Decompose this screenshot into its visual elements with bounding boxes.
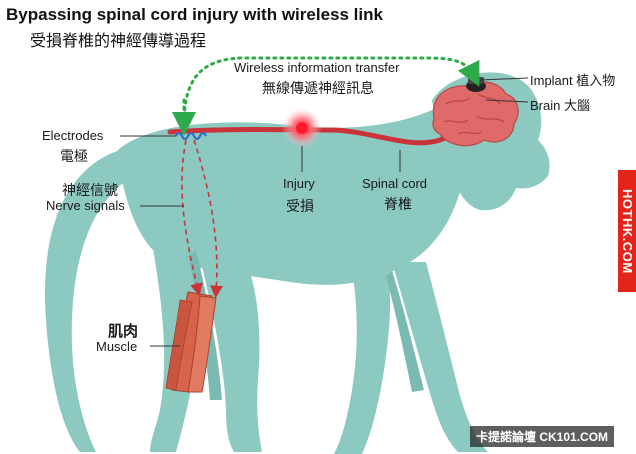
spinal-cord-label-chinese: 脊椎 [384,196,412,212]
wireless-link-arrow [182,56,480,126]
spinal-cord-label: Spinal cord [362,176,428,191]
diagram-title: Bypassing spinal cord injury with wirele… [6,5,383,24]
nerve-signals-label-chinese: 神經信號 [62,182,118,198]
wireless-label-chinese: 無線傳遞神經訊息 [262,80,374,96]
monkey-tail [44,150,140,452]
nerve-signals-label: Nerve signals [46,198,125,213]
electrodes-label-chinese: 電極 [60,148,88,164]
muscle [165,291,217,393]
side-watermark: HOTHK.COM [618,170,636,292]
muscle-label-chinese: 肌肉 [108,323,139,340]
electrodes-label: Electrodes [42,128,104,143]
monkey-front-leg-left [334,270,391,454]
corner-watermark: 卡提諾論壇 CK101.COM [470,426,615,447]
monkey-torso [118,106,470,285]
leader-lines [120,77,529,347]
brain-label: Brain 大腦 [530,98,590,113]
implant-label: Implant 植入物 [530,73,616,88]
diagram-title-chinese: 受損脊椎的神經傳導過程 [30,33,207,50]
implant [466,77,486,92]
wireless-label: Wireless information transfer [234,60,400,75]
injury-label: Injury [283,176,315,191]
monkey-front-leg-right [392,262,488,452]
injury-label-chinese: 受損 [286,198,314,214]
nerve-signal-lines [181,139,223,299]
muscle-label: Muscle [96,339,138,354]
